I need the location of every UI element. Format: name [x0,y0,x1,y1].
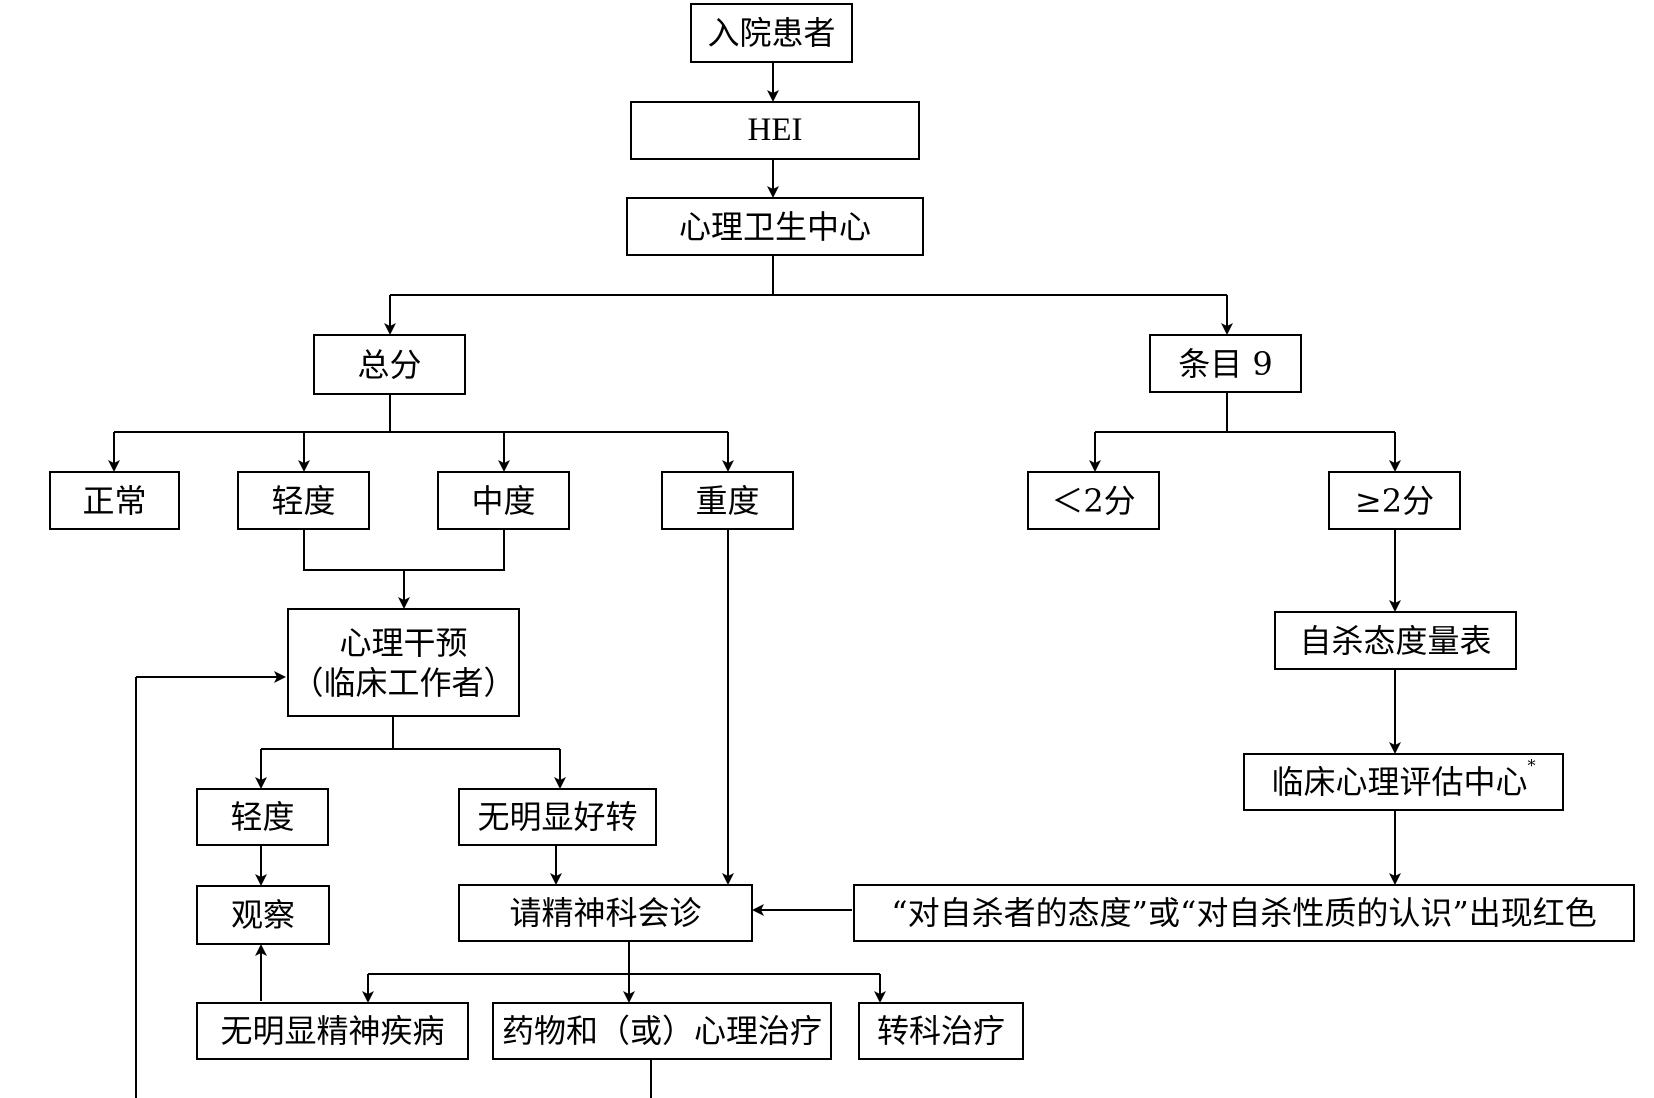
node-clinical-assessment-center-mark: * [1527,756,1536,775]
node-observe: 观察 [196,885,330,945]
node-moderate-label: 中度 [471,481,536,520]
node-item9: 条目 9 [1149,334,1302,393]
node-transfer-treatment-label: 转科治疗 [876,1012,1005,1050]
node-ge2: ≥2分 [1328,471,1461,530]
node-hei-label: HEI [747,111,803,148]
node-red-flag-condition-label: “对自杀者的态度”或“对自杀性质的认识”出现红色 [891,894,1597,932]
node-mental-health-center-label: 心理卫生中心 [678,207,871,246]
node-ge2-label: ≥2分 [1354,481,1435,520]
node-normal-label: 正常 [82,481,147,520]
node-observe-label: 观察 [230,896,295,934]
node-mild-label: 轻度 [271,481,336,520]
line-feedback-loop [135,677,652,1098]
node-psych-intervention: 心理干预 （临床工作者） [287,608,520,717]
node-no-improvement: 无明显好转 [458,788,657,846]
node-transfer-treatment: 转科治疗 [858,1002,1024,1060]
node-clinical-assessment-center-text: 临床心理评估中心 [1271,763,1528,801]
node-suicide-attitude-scale-label: 自杀态度量表 [1299,621,1492,660]
node-clinical-assessment-center: 临床心理评估中心* [1243,753,1564,811]
node-no-mental-disorder: 无明显精神疾病 [196,1002,469,1060]
node-lt2-label: ＜2分 [1051,481,1136,520]
node-psychiatric-consult: 请精神科会诊 [458,884,753,942]
node-clinical-assessment-center-label: 临床心理评估中心* [1271,756,1535,802]
node-hei: HEI [630,101,920,160]
node-red-flag-condition: “对自杀者的态度”或“对自杀性质的认识”出现红色 [853,884,1635,942]
node-medication-therapy: 药物和（或）心理治疗 [492,1002,832,1060]
node-severe-label: 重度 [695,481,760,520]
node-normal: 正常 [49,471,180,530]
node-severe: 重度 [661,471,794,530]
node-mild-after-label: 轻度 [230,798,295,836]
node-total-score: 总分 [313,334,466,395]
node-admitted-patient-label: 入院患者 [707,14,836,52]
node-moderate: 中度 [437,471,570,530]
node-no-mental-disorder-label: 无明显精神疾病 [220,1012,445,1050]
node-admitted-patient: 入院患者 [690,3,853,63]
node-total-score-label: 总分 [357,345,422,384]
node-mild: 轻度 [237,471,370,530]
node-suicide-attitude-scale: 自杀态度量表 [1274,611,1517,670]
node-psych-intervention-line1: 心理干预 [339,623,468,662]
node-item9-label: 条目 9 [1178,344,1273,383]
node-no-improvement-label: 无明显好转 [477,798,638,836]
node-mild-after: 轻度 [196,788,329,846]
node-medication-therapy-label: 药物和（或）心理治疗 [501,1012,822,1050]
node-psychiatric-consult-label: 请精神科会诊 [509,894,702,932]
node-psych-intervention-line2: （临床工作者） [291,663,516,702]
node-lt2: ＜2分 [1027,471,1160,530]
node-mental-health-center: 心理卫生中心 [626,197,924,256]
